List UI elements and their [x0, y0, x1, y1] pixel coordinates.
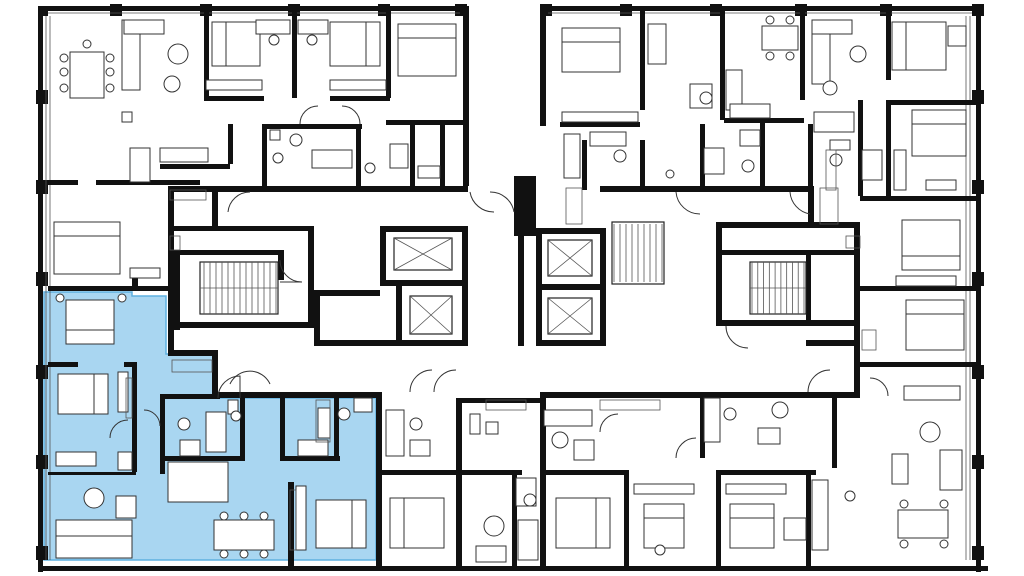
sofa-selected — [55, 487, 137, 559]
bed-right-2 — [895, 219, 961, 287]
bed-center-3 — [633, 483, 695, 556]
kitchen-top-left — [129, 147, 209, 183]
dining-table-top-left — [59, 39, 115, 99]
radiators — [125, 149, 877, 551]
elevator-4 — [547, 297, 593, 335]
stair-right — [749, 261, 807, 315]
bathroom-top-left — [269, 129, 441, 179]
stair-treads — [203, 224, 805, 314]
bath-selected — [167, 397, 373, 503]
stair-left — [199, 261, 279, 315]
bed-center-4 — [725, 483, 807, 549]
desk-selected — [55, 451, 133, 471]
bedroom-top-mid-right — [561, 23, 667, 123]
bath-right-top — [813, 111, 883, 181]
bed-selected — [55, 293, 127, 345]
bed-3 — [397, 23, 457, 77]
living-right — [844, 385, 963, 549]
bath-right-bottom — [703, 397, 829, 551]
core — [168, 176, 860, 568]
bed-selected-3 — [295, 485, 367, 551]
desk-1 — [255, 19, 291, 46]
chair-center — [475, 477, 539, 563]
bed-selected-2 — [57, 371, 129, 415]
bath-center-bottom — [385, 409, 595, 461]
elevator-3 — [547, 239, 593, 277]
bed-right-3 — [893, 109, 967, 191]
bath-top-mid-right — [563, 129, 761, 179]
bed-2 — [329, 21, 387, 91]
doors — [109, 105, 889, 459]
stair-center — [611, 221, 665, 285]
sofa-top-left — [121, 19, 189, 93]
bedroom-top-right — [891, 21, 967, 71]
elevator-2 — [409, 295, 453, 335]
bed-left-2 — [53, 221, 161, 279]
dining-selected — [213, 511, 275, 559]
desk-2 — [297, 19, 329, 46]
counter-top-left — [121, 111, 133, 123]
sofa-top-right — [725, 19, 867, 111]
bed-center-1 — [389, 497, 445, 549]
kitchen-top-mid-right — [689, 83, 771, 175]
bed-center-2 — [555, 497, 611, 549]
partitions — [48, 10, 976, 570]
dining-top-right — [761, 15, 799, 61]
bed-right-1 — [905, 299, 965, 351]
bed-1 — [205, 21, 263, 91]
elevator-1 — [393, 237, 453, 271]
